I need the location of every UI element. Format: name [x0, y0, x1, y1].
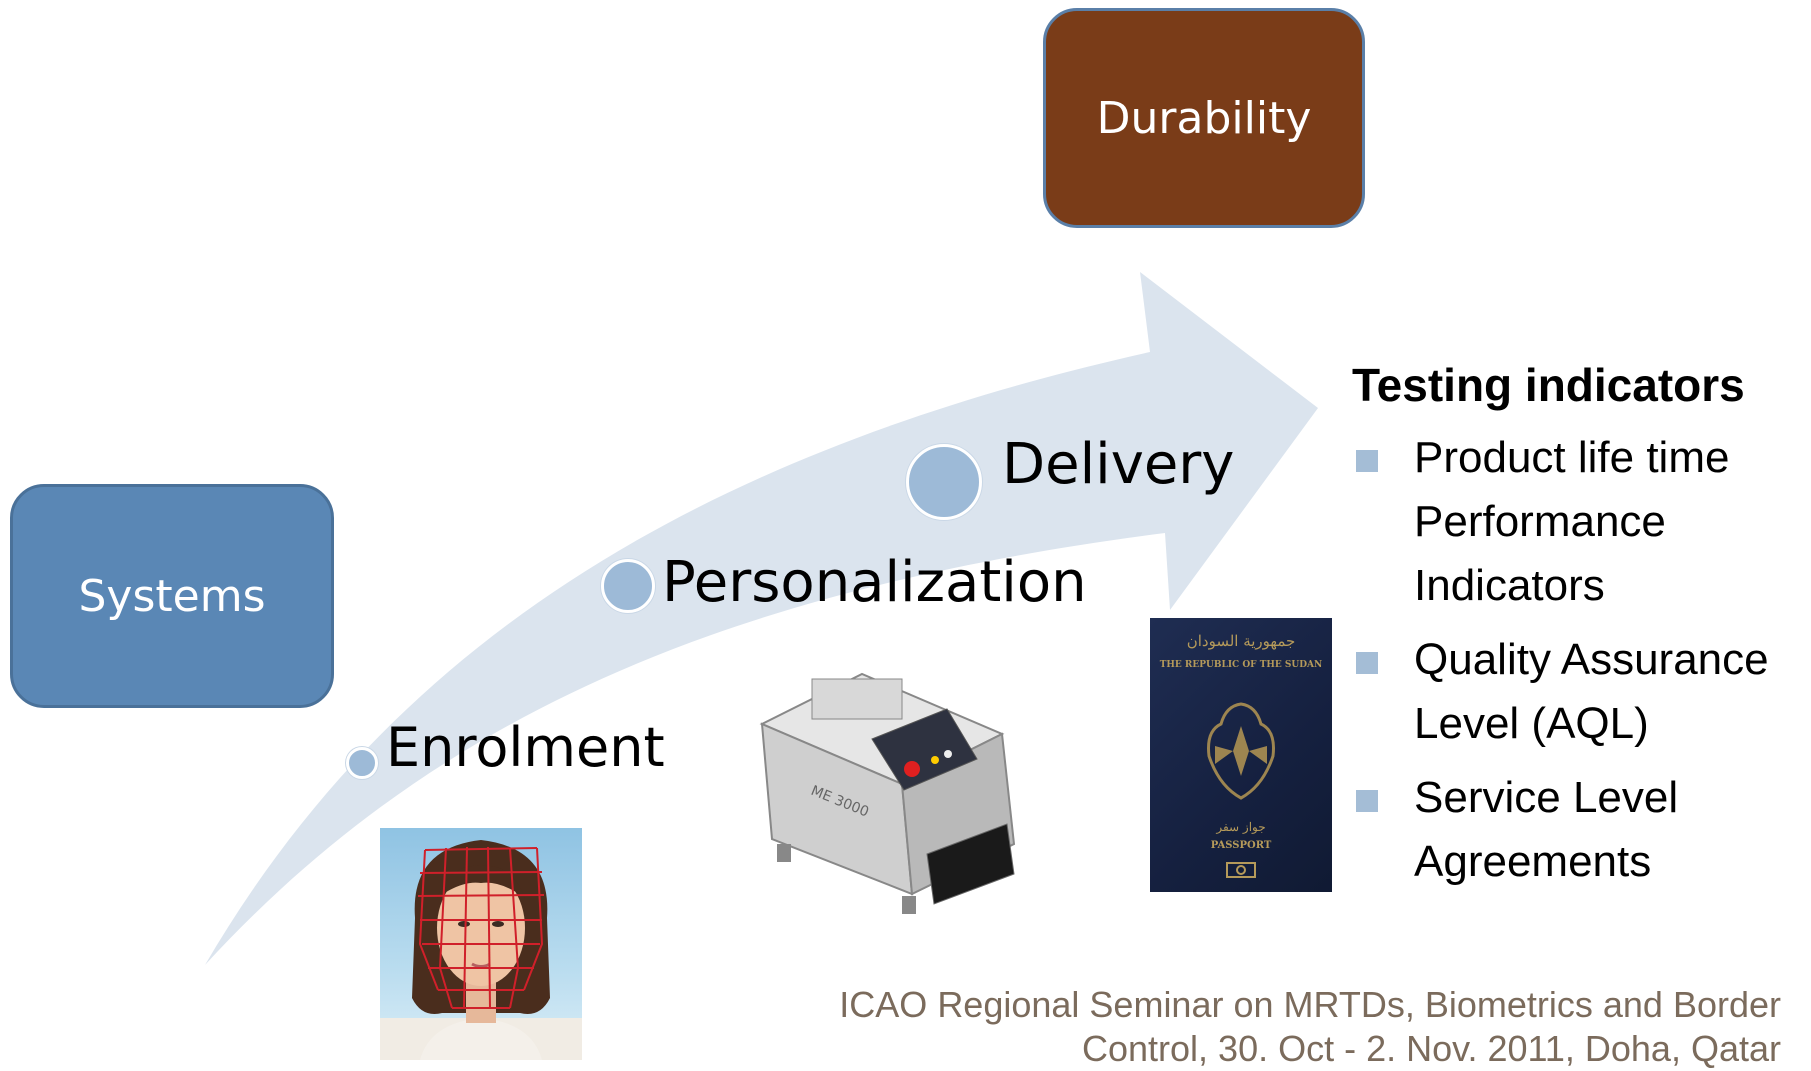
list-item: Quality Assurance Level (AQL) [1352, 628, 1807, 756]
passport-english-title: THE REPUBLIC OF THE SUDAN [1159, 660, 1323, 670]
personalization-label: Personalization [662, 550, 1087, 615]
systems-box: Systems [10, 484, 334, 708]
footer-citation: ICAO Regional Seminar on MRTDs, Biometri… [839, 983, 1781, 1071]
indicator-text: Service Level Agreements [1414, 773, 1679, 886]
testing-indicators-list: Product life time Performance Indicators… [1352, 426, 1807, 894]
machine-illustration: ME 3000 [759, 672, 1016, 914]
enrolment-label: Enrolment [386, 716, 665, 779]
face-biometric-photo [380, 828, 582, 1060]
square-bullet-icon [1356, 652, 1378, 674]
square-bullet-icon [1356, 790, 1378, 812]
footer-line-2: Control, 30. Oct - 2. Nov. 2011, Doha, Q… [1082, 1028, 1781, 1069]
coat-of-arms-icon [1207, 702, 1275, 800]
footer-line-1: ICAO Regional Seminar on MRTDs, Biometri… [839, 984, 1781, 1025]
delivery-marker [906, 444, 982, 520]
durability-box: Durability [1043, 8, 1365, 228]
indicator-text: Product life time Performance Indicators [1414, 433, 1730, 610]
personalization-machine-image: ME 3000 [752, 664, 1052, 924]
square-bullet-icon [1356, 450, 1378, 472]
personalization-marker [601, 559, 655, 613]
passport-arabic-label: جواز سفر [1216, 820, 1266, 834]
face-illustration [380, 840, 582, 1060]
durability-label: Durability [1096, 92, 1312, 144]
chip-icon [1226, 862, 1256, 878]
systems-label: Systems [78, 570, 266, 622]
arrow-shape [205, 272, 1318, 965]
list-item: Service Level Agreements [1352, 766, 1807, 894]
passport-arabic-title: جمهورية السودان [1186, 632, 1296, 650]
indicator-text: Quality Assurance Level (AQL) [1414, 635, 1769, 748]
delivery-label: Delivery [1002, 432, 1235, 497]
passport-english-label: PASSPORT [1210, 840, 1272, 851]
enrolment-marker [346, 747, 378, 779]
testing-indicators-heading: Testing indicators [1352, 359, 1745, 411]
list-item: Product life time Performance Indicators [1352, 426, 1807, 618]
testing-indicators-panel: Testing indicators Product life time Per… [1352, 358, 1807, 904]
passport-image: جمهورية السودان THE REPUBLIC OF THE SUDA… [1150, 618, 1332, 892]
